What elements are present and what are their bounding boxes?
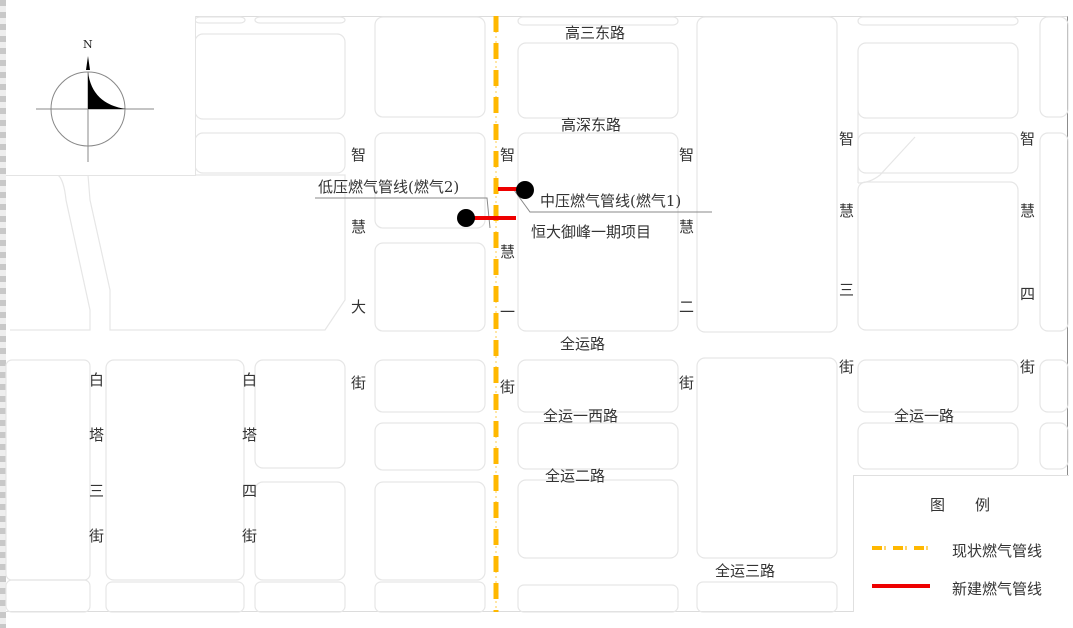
road-label-zhihui-3-char: 智 — [839, 130, 855, 148]
compass-panel: N — [6, 16, 196, 176]
dashed-line-icon — [872, 546, 930, 550]
solid-line-icon — [872, 584, 930, 588]
legend-item-new: 新建燃气管线 — [872, 576, 1062, 598]
road-label-baita-3-char: 白 — [89, 371, 105, 389]
road-label-zhihui-2-char: 慧 — [679, 218, 695, 236]
road-label-zhihui-3-char: 慧 — [839, 202, 855, 220]
road-label-baita-4-char: 四 — [242, 482, 258, 500]
road-label-zhihui-1-char: 街 — [500, 378, 516, 396]
road-label-zhihui-4-char: 四 — [1020, 285, 1036, 303]
road-label-baita-3-char: 街 — [89, 527, 105, 545]
road-label-zhihui-1-char: 智 — [500, 146, 516, 164]
city-blocks — [5, 16, 1069, 613]
road-label-gaoshen-east: 高深东路 — [561, 116, 622, 134]
road-label-zhihui-1-char: 慧 — [500, 243, 516, 261]
road-label-baita-3-char: 塔 — [89, 426, 105, 444]
svg-text:N: N — [83, 38, 93, 51]
road-label-baita-4-char: 白 — [242, 371, 258, 389]
north-arrow-icon: N — [36, 38, 154, 162]
road-label-baita-4-char: 塔 — [242, 426, 258, 444]
annotation-project-name: 恒大御峰一期项目 — [531, 223, 652, 241]
road-label-zhihui-4-char: 街 — [1020, 358, 1036, 376]
road-label-quanyun-1: 全运一路 — [894, 407, 955, 425]
left-edge-pattern — [0, 0, 6, 628]
legend-title: 图例 — [930, 496, 1021, 514]
legend-label: 新建燃气管线 — [952, 580, 1043, 598]
road-label-zhihui-3-char: 三 — [839, 281, 855, 299]
road-label-baita-4-char: 街 — [242, 527, 258, 545]
road-label-zhihui-dajie-char: 慧 — [351, 218, 367, 236]
road-label-zhihui-dajie-char: 大 — [351, 298, 367, 316]
legend-panel: 图例 现状燃气管线 新建燃气管线 — [853, 475, 1069, 612]
road-label-quanyun-2: 全运二路 — [545, 467, 606, 485]
connection-point-2[interactable] — [457, 209, 475, 227]
road-label-gaosan-east: 高三东路 — [565, 24, 626, 42]
road-label-zhihui-dajie-char: 街 — [351, 374, 367, 392]
road-label-quanyun: 全运路 — [560, 335, 606, 353]
road-label-zhihui-4-char: 智 — [1020, 130, 1036, 148]
road-label-zhihui-3-char: 街 — [839, 358, 855, 376]
road-label-zhihui-2-char: 街 — [679, 374, 695, 392]
road-label-quanyun-3: 全运三路 — [715, 562, 776, 580]
annotation-medium-pressure-gas-1: 中压燃气管线(燃气1) — [540, 192, 682, 210]
legend-label: 现状燃气管线 — [952, 542, 1043, 560]
road-label-zhihui-2-char: 二 — [679, 298, 695, 316]
annotation-low-pressure-gas-2: 低压燃气管线(燃气2) — [318, 178, 460, 196]
gas1-leader — [513, 189, 712, 213]
road-label-zhihui-2-char: 智 — [679, 146, 695, 164]
road-label-baita-3-char: 三 — [89, 482, 105, 500]
road-label-zhihui-4-char: 慧 — [1020, 202, 1036, 220]
road-label-zhihui-dajie-char: 智 — [351, 146, 367, 164]
legend-item-existing: 现状燃气管线 — [872, 538, 1062, 560]
road-label-quanyun-1-west: 全运一西路 — [543, 407, 619, 425]
connection-point-1[interactable] — [516, 181, 534, 199]
road-label-zhihui-1-char: 一 — [500, 303, 516, 321]
